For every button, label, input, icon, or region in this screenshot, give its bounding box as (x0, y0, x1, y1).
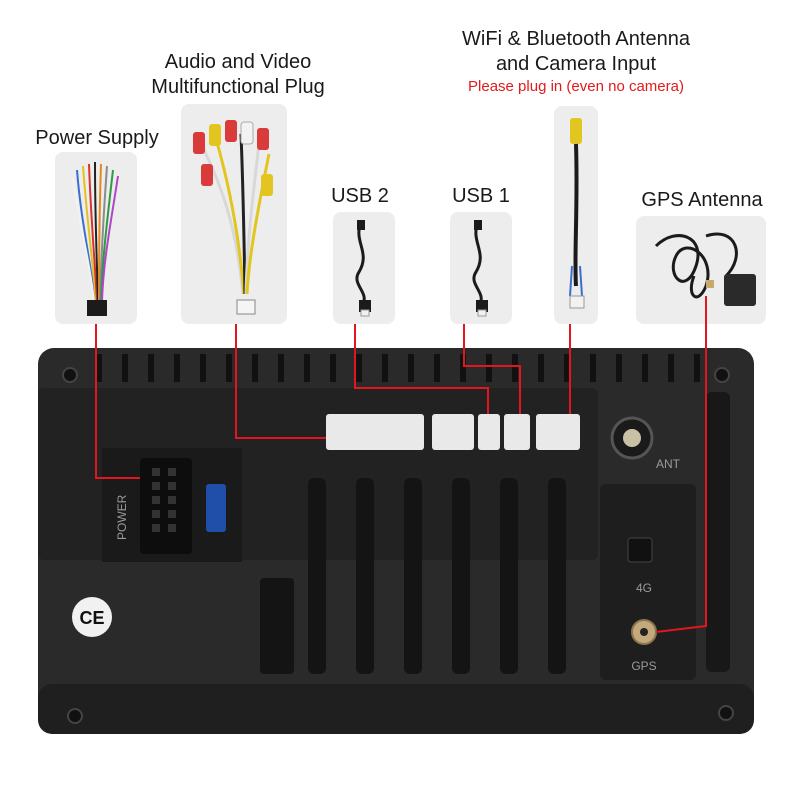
rca-cable-icon (193, 120, 273, 315)
ant-marking: ANT (656, 457, 681, 471)
usb2-connector-line (354, 324, 489, 414)
av-connector-line (235, 324, 326, 439)
gps-marking: GPS (631, 659, 656, 673)
gps-antenna-icon (654, 232, 756, 306)
lte-marking: 4G (636, 581, 652, 595)
lower-vents (260, 478, 566, 674)
ce-mark (72, 597, 112, 637)
power-marking: POWER (115, 494, 129, 540)
usb-cable-icon (472, 220, 488, 317)
usb1-cable-thumbnail (450, 212, 512, 324)
usb2-port-a[interactable] (432, 414, 474, 450)
av-plug-label-line1: Audio and Video (164, 51, 312, 73)
usb2-label: USB 2 (331, 185, 389, 207)
power-connector-line (95, 324, 140, 479)
usb1-connector-line (463, 324, 521, 414)
wifi-bt-label-line2: and Camera Input (495, 53, 657, 75)
lte-port[interactable] (627, 537, 653, 563)
usb1-port[interactable] (504, 414, 530, 450)
gps-antenna-label: GPS Antenna (641, 189, 763, 211)
usb-cable-icon (355, 220, 371, 317)
av-plug-label-line2: Multifunctional Plug (151, 76, 325, 98)
power-port[interactable] (140, 458, 192, 554)
usb1-label: USB 1 (452, 185, 510, 207)
power-harness-thumbnail (55, 152, 137, 324)
camera-cable-thumbnail (554, 106, 598, 324)
mounting-screws (62, 367, 734, 724)
av-harness-thumbnail (181, 104, 287, 324)
gps-antenna-thumbnail (636, 216, 766, 324)
ce-mark-text: CE (79, 608, 104, 628)
wifi-bt-label-line1: WiFi & Bluetooth Antenna (462, 28, 690, 50)
usb2-cable-thumbnail (333, 212, 395, 324)
wifi-note-label: Please plug in (even no camera) (468, 78, 684, 95)
av-port[interactable] (326, 414, 424, 450)
camera-port[interactable] (536, 414, 580, 450)
connector-lines (95, 296, 707, 633)
wire-harness-icon (72, 161, 119, 316)
top-vents (96, 354, 700, 382)
fuse (206, 484, 226, 532)
gps-connector-line (655, 296, 707, 633)
power-supply-label: Power Supply (35, 127, 159, 149)
usb2-port-b[interactable] (478, 414, 500, 450)
rca-camera-cable-icon (569, 118, 585, 309)
